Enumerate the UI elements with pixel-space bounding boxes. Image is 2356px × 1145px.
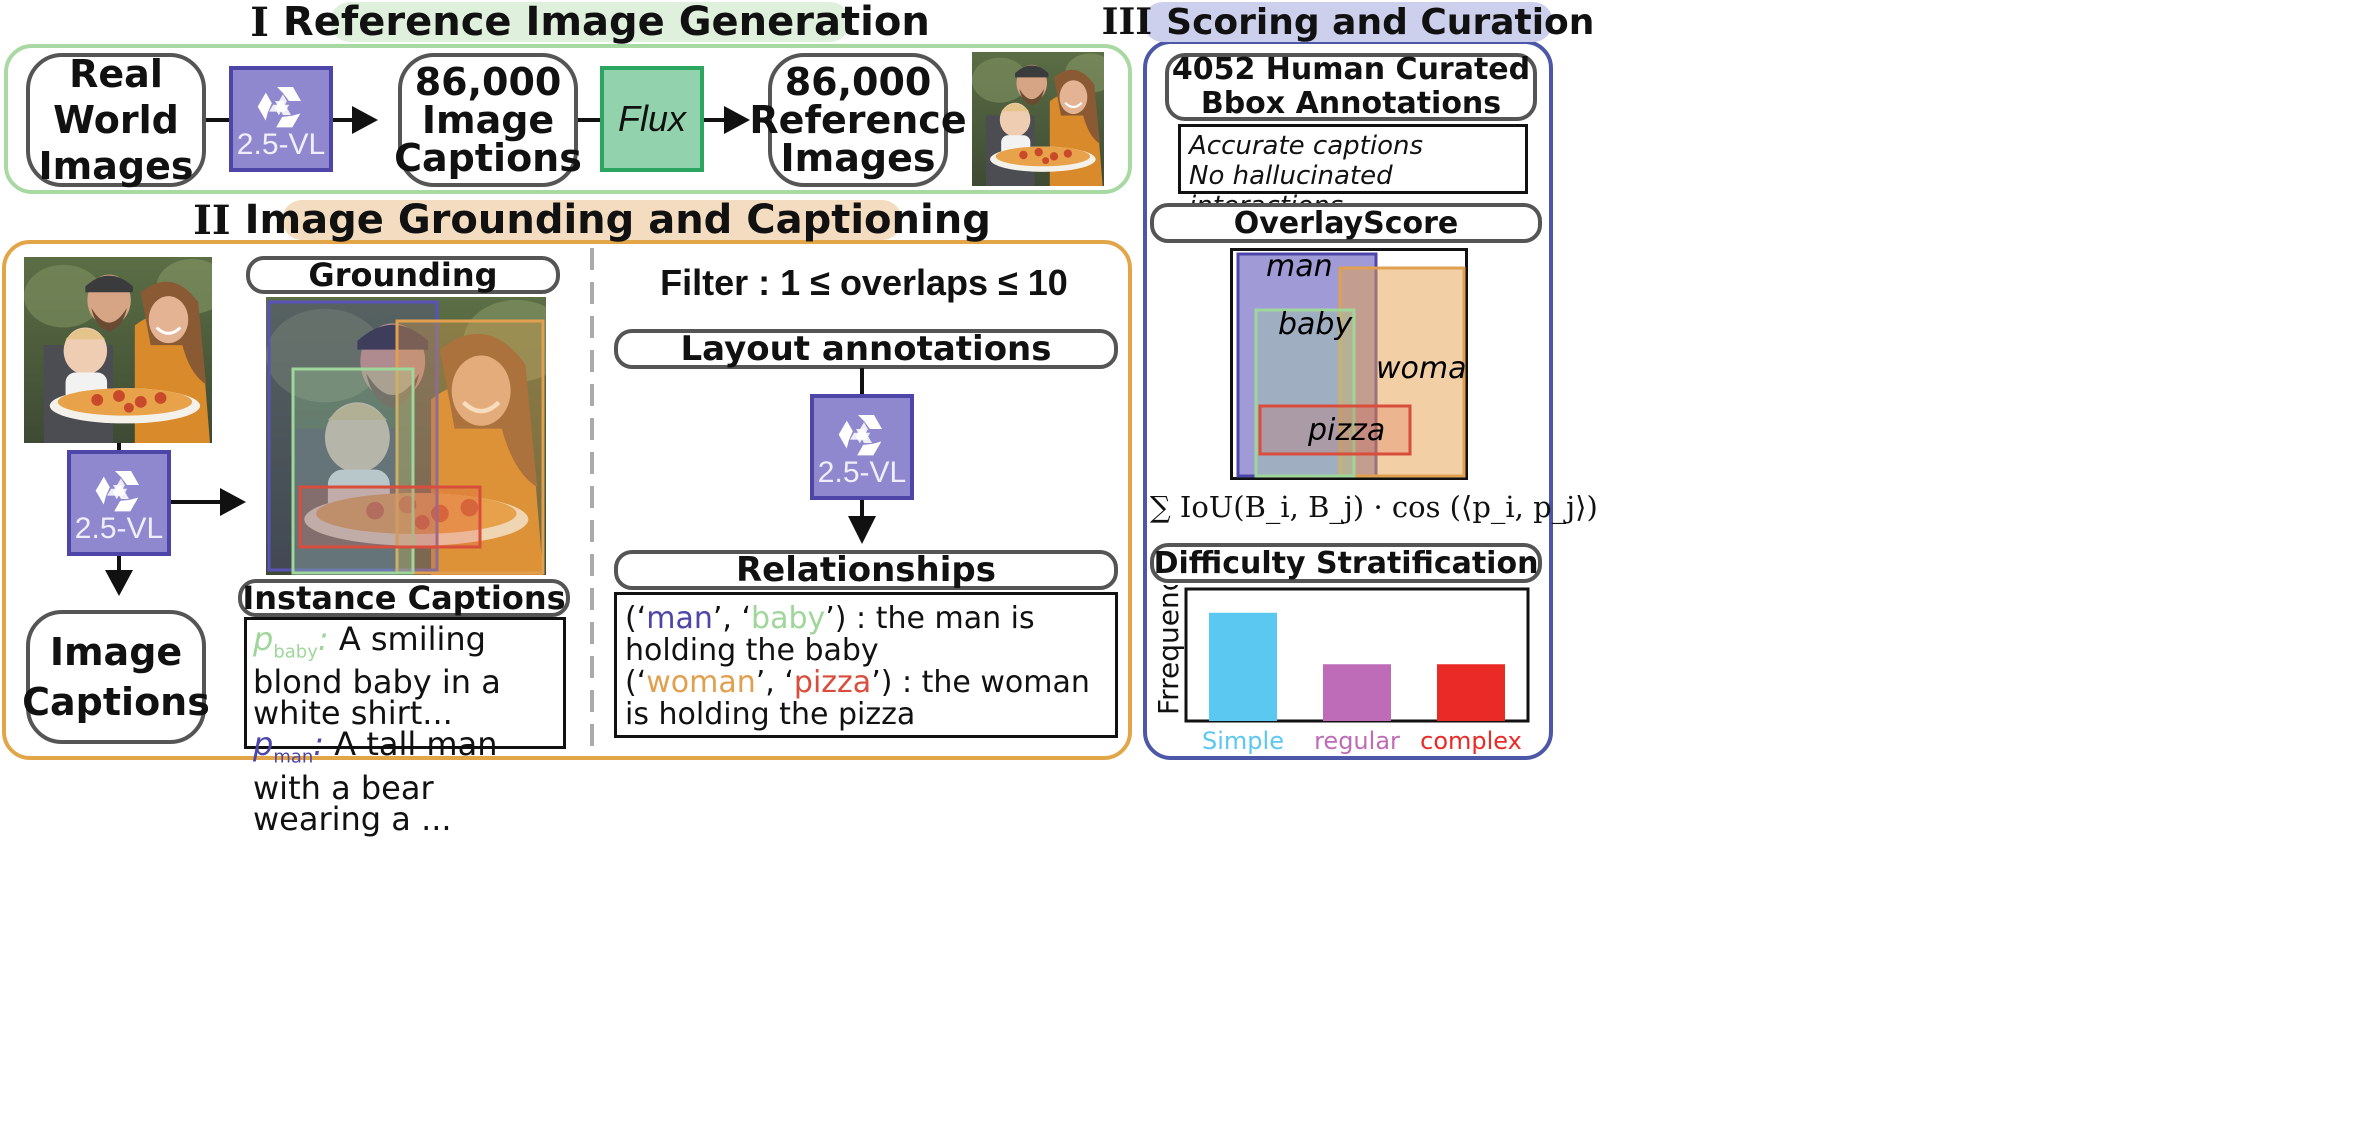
caption-text: A tall man with a bear wearing a ...	[253, 725, 498, 838]
grounding-arrows	[105, 443, 246, 596]
model-version: 2.5-VL	[817, 456, 907, 489]
flux-model-box: Flux	[600, 66, 704, 172]
overlap-filter: Filter : 1 ≤ overlaps ≤ 10	[612, 262, 1116, 306]
curation-note: Accurate captions	[1189, 131, 1424, 161]
section-number: II	[193, 196, 231, 244]
bar-simple	[1209, 612, 1277, 721]
overlay-label-pizza: pizza	[1307, 413, 1385, 448]
difficulty-title: Difficulty Stratification	[1150, 543, 1542, 583]
instance-caption-item: pman: A tall man with a bear wearing a .…	[253, 728, 557, 835]
rel-text: : the woman is holding the pizza	[625, 665, 1090, 732]
relationships-title-text: Relationships	[736, 550, 996, 590]
bar-regular	[1323, 664, 1391, 721]
section-reference-generation-header: I Reference Image Generation	[250, 0, 930, 46]
relationships-box: (‘man’, ‘baby’) : the man is holding the…	[614, 592, 1118, 738]
human-curated-label: 4052 Human Curated Bbox Annotations	[1171, 52, 1531, 121]
overlay-label-man: man	[1266, 249, 1333, 284]
grounding-boxes	[267, 300, 545, 575]
reference-images-count-box: 86,000 Reference Images	[749, 53, 967, 187]
rel-text: : the man is holding the baby	[625, 601, 1035, 668]
overlap-filter-text: Filter : 1 ≤ overlaps ≤ 10	[660, 262, 1068, 303]
bbox-baby	[291, 367, 415, 575]
curation-notes: Accurate captions No hallucinated intera…	[1178, 124, 1528, 221]
instance-captions-title: Instance Captions	[238, 579, 570, 617]
qwen-model-block: 2.5-VL	[810, 394, 914, 500]
instance-captions-box: pbaby: A smiling blond baby in a white s…	[244, 617, 566, 835]
overlay-formula-text: ∑ IoU(B_i, B_j) · cos (⟨p_i, p_j⟩)	[1150, 490, 1598, 524]
section-curation-panel	[1143, 40, 1553, 760]
qwen-logo-icon	[95, 471, 139, 512]
overlay-box-woman	[1338, 266, 1466, 478]
bar-complex	[1437, 664, 1505, 721]
overlay-label-baby: baby	[1278, 307, 1353, 342]
rel-subject: man	[646, 601, 713, 636]
relationship-item: (‘woman’, ‘pizza’) : the woman is holdin…	[625, 665, 1090, 732]
model-version: 2.5-VL	[236, 128, 326, 161]
qwen-model-block: 2.5-VL	[67, 450, 171, 556]
input-photo	[24, 257, 212, 443]
section-title: Scoring and Curation	[1166, 1, 1595, 43]
section-title: Image Grounding and Captioning	[244, 197, 991, 243]
section-number: III	[1101, 1, 1153, 43]
model-version: 2.5-VL	[74, 512, 164, 545]
grounding-title-text: Grounding	[308, 256, 498, 294]
chart-y-axis-label: Frrequency	[1152, 585, 1185, 715]
tick-label-simple: Simple	[1202, 727, 1284, 755]
overlay-score-text: OverlayScore	[1233, 205, 1459, 241]
section-grounding-header: II Image Grounding and Captioning	[193, 197, 991, 244]
image-captions-box: Image Captions	[22, 610, 210, 744]
bbox-man	[267, 300, 439, 572]
layout-annotations-title: Layout annotations	[614, 329, 1118, 369]
pipeline1-arrows	[206, 106, 750, 134]
qwen-logo-icon	[838, 415, 882, 456]
real-world-images-label: Real World Images	[38, 52, 194, 188]
relationship-arrows	[848, 368, 876, 544]
caption-text: A smiling blond baby in a white shirt...	[253, 620, 501, 733]
tick-label-regular: regular	[1314, 727, 1400, 755]
bbox-woman	[395, 319, 545, 575]
rel-object: baby	[751, 601, 826, 636]
overlay-label-woman: woman	[1376, 351, 1468, 386]
overlay-box-baby	[1254, 308, 1356, 478]
rel-subject: woman	[646, 665, 756, 700]
overlay-score-diagram: man baby woman pizza	[1230, 248, 1468, 480]
reference-images-count-label: 86,000 Reference Images	[749, 60, 967, 180]
caption-symbol-baby: pbaby:	[253, 620, 329, 663]
instance-caption-item: pbaby: A smiling blond baby in a white s…	[253, 623, 557, 730]
section-number: I	[250, 0, 269, 46]
overlay-score-title: OverlayScore	[1150, 203, 1542, 243]
rel-object: pizza	[793, 665, 872, 700]
section-title: Reference Image Generation	[282, 0, 930, 45]
section-reference-generation-panel	[4, 44, 1132, 194]
relationship-item: (‘man’, ‘baby’) : the man is holding the…	[625, 601, 1035, 668]
grounding-title: Grounding	[246, 256, 560, 294]
layout-annotations-text: Layout annotations	[680, 329, 1052, 369]
overlay-formula: ∑ IoU(B_i, B_j) · cos (⟨p_i, p_j⟩)	[1150, 482, 1598, 532]
relationships-title: Relationships	[614, 550, 1118, 590]
overlay-box-pizza	[1258, 404, 1412, 456]
caption-symbol-man: pman:	[253, 725, 325, 768]
family-photo	[24, 257, 212, 443]
qwen-model-block: 2.5-VL	[229, 66, 333, 172]
section-grounding-panel	[2, 240, 1132, 760]
section-curation-header: III Scoring and Curation	[1102, 1, 1595, 43]
image-captions-label: Image Captions	[22, 630, 210, 724]
flux-label: Flux	[617, 98, 686, 139]
image-captions-count-box: 86,000 Image Captions	[394, 53, 582, 187]
human-curated-box: 4052 Human Curated Bbox Annotations	[1165, 53, 1537, 121]
qwen-logo-icon	[257, 87, 301, 128]
instance-captions-title-text: Instance Captions	[242, 579, 566, 617]
real-world-images-box: Real World Images	[26, 52, 206, 188]
section-divider	[590, 248, 594, 748]
image-captions-count-label: 86,000 Image Captions	[394, 60, 582, 180]
tick-label-complex: complex	[1420, 727, 1522, 755]
bbox-pizza	[298, 485, 482, 549]
difficulty-title-text: Difficulty Stratification	[1153, 545, 1539, 581]
